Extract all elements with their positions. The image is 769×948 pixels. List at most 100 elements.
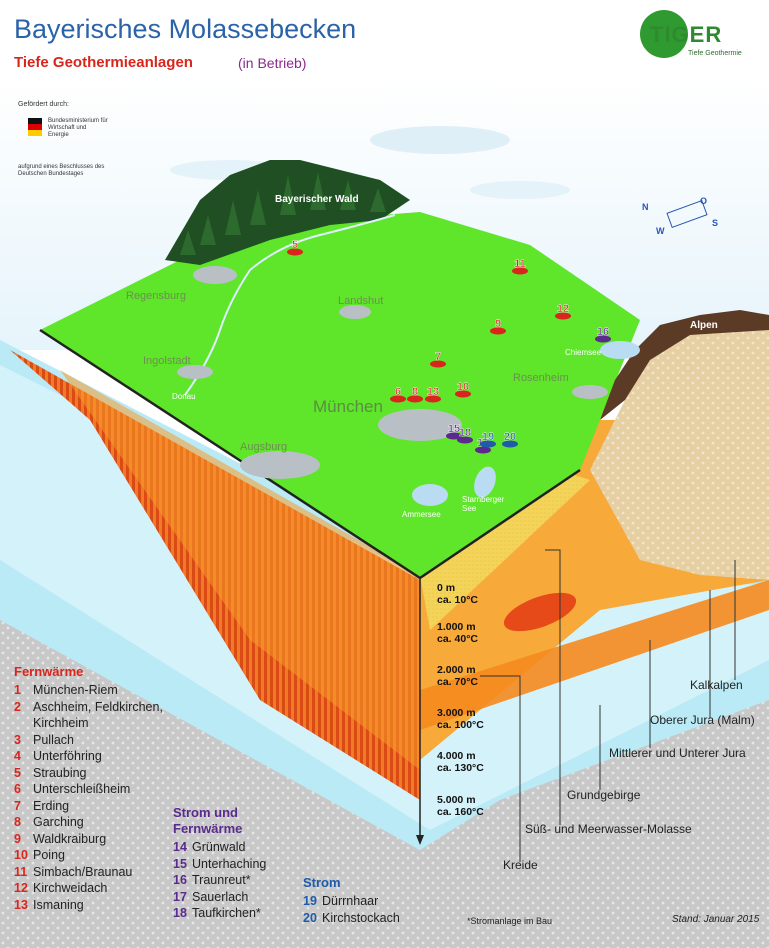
plant-marker: 6: [390, 386, 406, 403]
plant-marker: 15: [446, 423, 462, 440]
plant-markers: 5111297681310161518171920: [287, 239, 611, 454]
marker-disc: [555, 312, 571, 320]
temp-value: ca. 10°C: [437, 594, 478, 606]
temp-value: ca. 130°C: [437, 762, 484, 774]
legend-item-number: 12: [14, 881, 28, 895]
legend-item-number: 17: [173, 889, 187, 904]
city-augsburg: Augsburg: [240, 441, 288, 453]
legend-item-number: 7: [14, 798, 21, 813]
marker-number: 7: [435, 351, 441, 363]
city-landshut: Landshut: [338, 295, 384, 307]
tiger-logo: TIGER Tiefe Geothermie: [640, 10, 760, 60]
footnote: *Stromanlage im Bau: [467, 916, 553, 926]
legend-item-name: Traunreut*: [192, 873, 251, 887]
marker-disc: [390, 395, 406, 403]
tiger-logo-tagline: Tiefe Geothermie: [688, 50, 742, 57]
cloud: [370, 126, 510, 154]
temp-value: ca. 160°C: [437, 806, 484, 818]
legend-item-name: Sauerlach: [192, 889, 249, 904]
legend-item-name: Waldkraiburg: [33, 831, 107, 846]
tiger-logo-text: TIGER: [650, 22, 723, 47]
plant-marker: 16: [595, 326, 611, 343]
legend-item-number: 16: [173, 873, 187, 887]
lake-ammersee: Ammersee: [402, 510, 441, 519]
cloud: [470, 181, 570, 199]
legend-item-name: Garching: [33, 815, 84, 829]
legend-item-name: Kirchstockach: [322, 910, 400, 925]
legend-heading: Strom: [303, 875, 341, 890]
legend-item-name: Grünwald: [192, 840, 246, 854]
temp-value: ca. 100°C: [437, 719, 484, 731]
legend-item: 17 Sauerlach: [173, 890, 248, 905]
label-kalkalpen: Kalkalpen: [690, 678, 743, 692]
legend-item-name: Ismaning: [33, 897, 84, 912]
plant-marker: 19: [480, 431, 496, 448]
legend-item: 10 Poing: [14, 848, 65, 863]
depth-value: 2.000 m: [437, 664, 476, 676]
legend-item: 16 Traunreut*: [173, 873, 251, 888]
legend-heading: Fernwärme: [173, 821, 243, 836]
plant-marker: 11: [512, 258, 528, 275]
legend-item: Kirchheim: [14, 716, 89, 731]
page-title: Bayerisches Molassebecken: [14, 14, 357, 44]
city-ingolstadt: Ingolstadt: [143, 355, 191, 367]
plant-marker: 12: [555, 303, 571, 320]
legend-item-number: 19: [303, 894, 317, 908]
marker-number: 5: [292, 239, 298, 251]
marker-number: 15: [448, 423, 460, 435]
legend-item-number: 5: [14, 765, 21, 780]
alps-label: Alpen: [690, 320, 718, 331]
marker-number: 16: [597, 326, 609, 338]
legend-item-number: 3: [14, 732, 21, 747]
legend-item-number: 20: [303, 910, 317, 925]
city-muenchen: München: [313, 397, 383, 416]
marker-disc: [457, 436, 473, 444]
legend-item: 9 Waldkraiburg: [14, 832, 106, 847]
plant-marker: 9: [490, 318, 506, 335]
river-label: Donau: [172, 392, 196, 401]
legend-item-name: Kirchweidach: [33, 881, 108, 895]
label-grundgebirge: Grundgebirge: [567, 788, 641, 802]
legend-item-name: Unterhaching: [192, 856, 267, 871]
legend-item-name: Erding: [33, 798, 70, 813]
city-regensburg: Regensburg: [126, 290, 186, 302]
marker-number: 9: [495, 318, 501, 330]
plant-marker: 7: [430, 351, 446, 368]
legend-item-number: 6: [14, 782, 21, 796]
marker-number: 18: [459, 427, 471, 439]
marker-number: 19: [482, 431, 494, 443]
depth-value: 4.000 m: [437, 750, 476, 762]
marker-number: 11: [514, 258, 526, 270]
marker-disc: [480, 440, 496, 448]
marker-disc: [475, 446, 491, 454]
legend-item-number: 10: [14, 848, 28, 862]
temp-value: ca. 40°C: [437, 633, 478, 645]
depth-value: 5.000 m: [437, 794, 476, 806]
legend-item-number: 13: [14, 897, 28, 912]
legend-item-name: Poing: [33, 848, 65, 862]
compass-n: N: [642, 202, 649, 212]
funded-by-label: Gefördert durch:: [18, 101, 69, 108]
legend-item-number: 1: [14, 683, 21, 697]
legend-item-number: 4: [14, 749, 21, 763]
legend-item-number: 9: [14, 831, 21, 846]
legend-item: 7 Erding: [14, 799, 69, 814]
label-kreide: Kreide: [503, 858, 538, 872]
plant-marker: 18: [457, 427, 473, 444]
marker-number: 12: [557, 303, 569, 315]
legend-item-name: Unterföhring: [33, 749, 102, 763]
legend-heading: Fernwärme: [14, 664, 84, 679]
compass-s: S: [712, 218, 719, 228]
